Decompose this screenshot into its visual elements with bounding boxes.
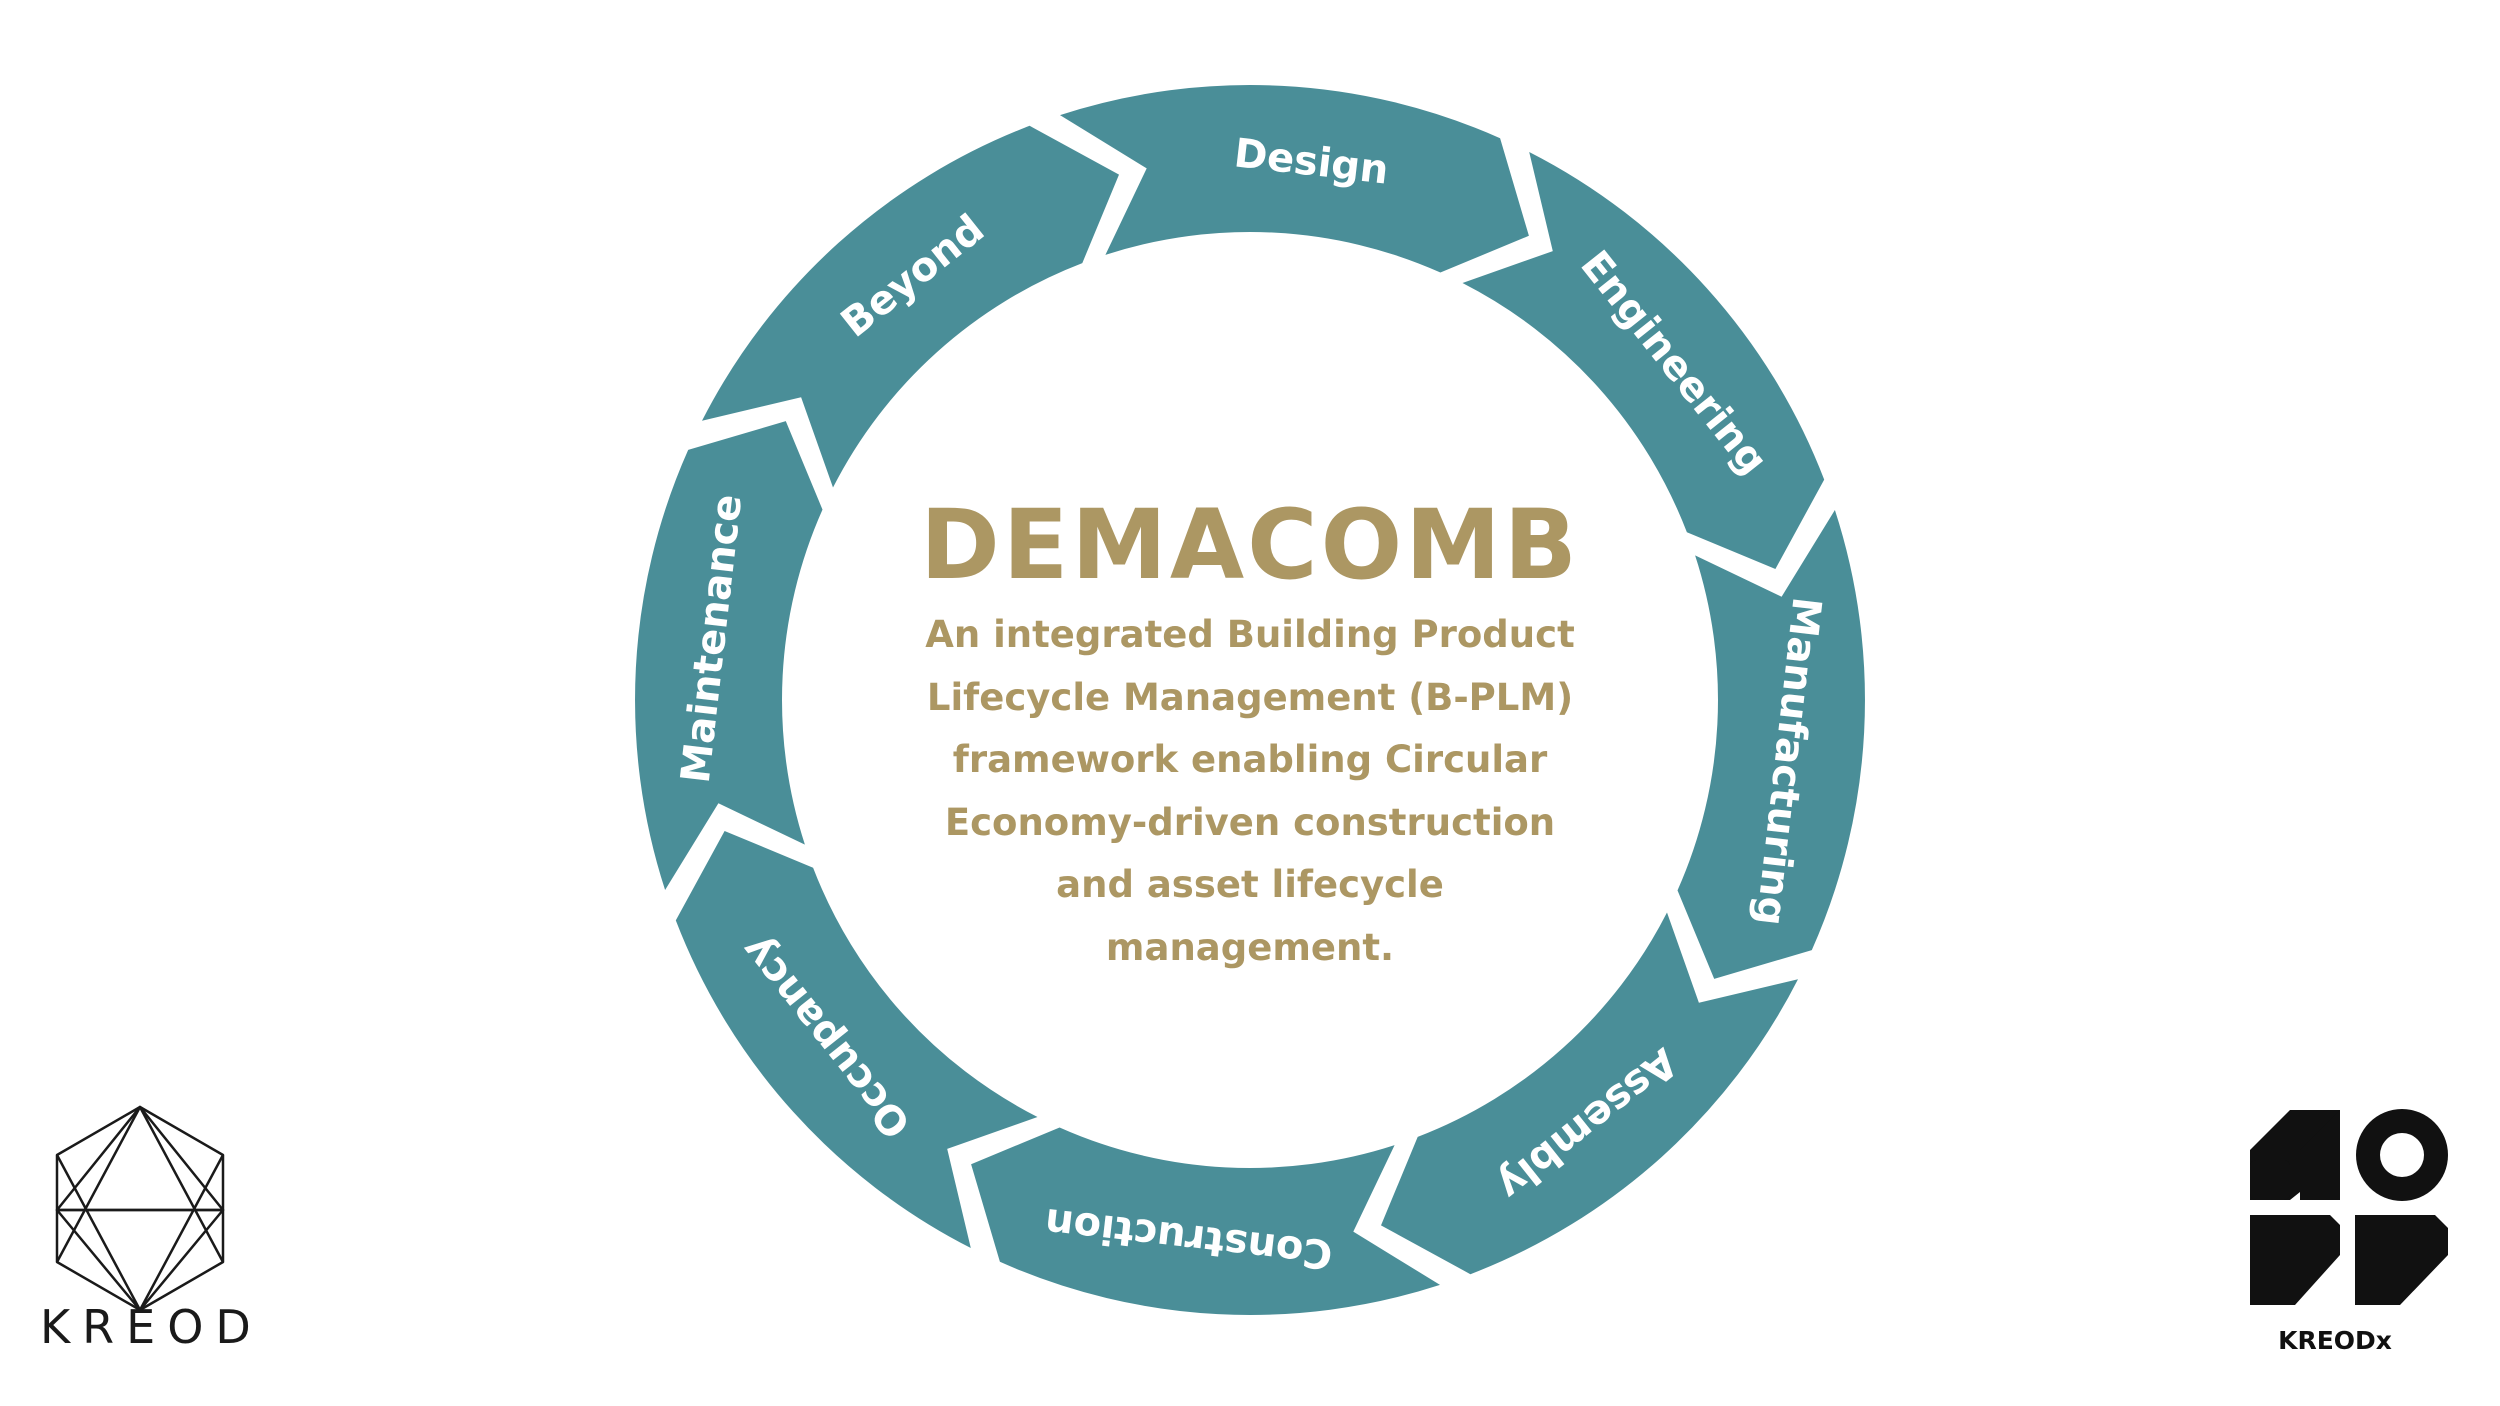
lifecycle-ring: DesignEngineeringManufacturingAssemblyCo… — [635, 85, 1865, 1315]
kreod-logo-icon — [55, 1105, 225, 1312]
stage-arrow — [1381, 912, 1798, 1275]
description-line: Lifecycle Management (B-PLM) — [926, 675, 1574, 719]
diagram-title: DEMACOMB — [920, 489, 1580, 601]
stage-arrow — [1677, 510, 1865, 979]
kreodx-mark-icon — [2250, 1109, 2448, 1305]
description-line: management. — [1105, 925, 1395, 969]
stage-arrow — [1060, 85, 1529, 273]
description-line: Economy-driven construction — [944, 800, 1556, 844]
stage-arrow — [635, 421, 823, 890]
stage-arrow — [702, 125, 1119, 488]
kreod-logo-text: KREOD — [40, 1300, 263, 1354]
description-line: An integrated Building Product — [925, 613, 1575, 656]
description-line: and asset lifecycle — [1056, 863, 1444, 906]
stage-arrow — [1462, 152, 1825, 569]
stage-arrow — [971, 1127, 1440, 1315]
stage-arrow — [675, 831, 1038, 1248]
description-line: framework enabling Circular — [952, 738, 1548, 781]
diagram-description: An integrated Building Product Lifecycle… — [875, 604, 1625, 979]
kreodx-logo-text: KREODx — [2278, 1326, 2392, 1355]
